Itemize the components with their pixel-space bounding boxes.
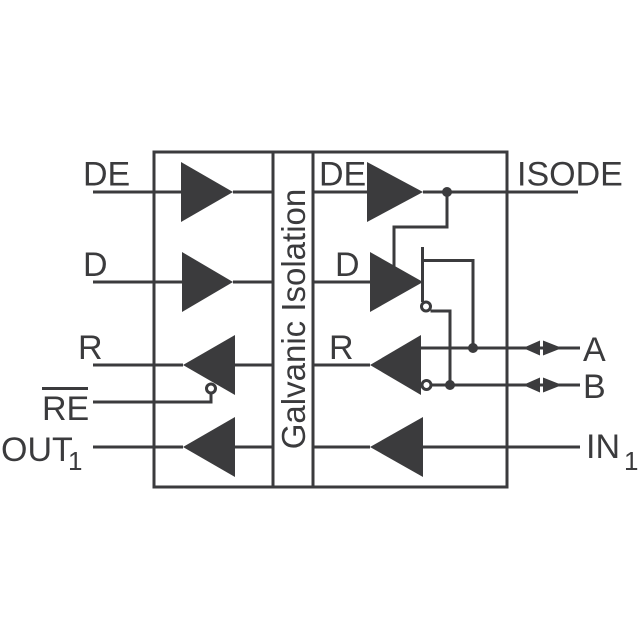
arrow-left-b-icon xyxy=(523,377,540,393)
junction-dot-a xyxy=(468,343,478,353)
galvanic-isolation-bar xyxy=(271,150,315,489)
pin-label-out1: OUT xyxy=(1,431,73,469)
arrow-left-a-icon xyxy=(523,340,540,356)
buffer-triangle-de-right xyxy=(367,162,423,222)
arrow-right-b-icon xyxy=(543,377,562,393)
wire-re-enable xyxy=(93,393,213,404)
pin-label-d: D xyxy=(83,246,108,284)
internal-label-d: D xyxy=(335,246,360,284)
junction-dot-b xyxy=(445,380,455,390)
wire-driver-inverting-to-b xyxy=(430,309,452,385)
junction-dot-isode xyxy=(442,187,452,197)
driver-inverting-output-bubble-icon xyxy=(420,300,432,313)
pin-label-r: R xyxy=(78,329,103,367)
internal-label-r: R xyxy=(329,329,354,367)
re-enable-bubble-icon xyxy=(205,382,217,395)
receiver-triangle-r-right xyxy=(370,335,421,395)
galvanic-isolation-label: Galvanic Isolation xyxy=(275,189,312,449)
internal-label-de: DE xyxy=(319,156,366,194)
buffer-triangle-d-left xyxy=(182,252,233,312)
pin-label-b: B xyxy=(583,368,606,406)
arrow-right-a-icon xyxy=(543,340,562,356)
receiver-triangle-r-left xyxy=(183,335,235,395)
pin-label-in1: IN xyxy=(586,428,620,466)
buffer-triangle-de-left xyxy=(181,162,233,222)
pin-label-isode: ISODE xyxy=(517,156,623,194)
driver-triangle-d-right xyxy=(370,252,423,312)
pin-label-in1-subscript: 1 xyxy=(624,446,638,476)
pin-label-re: RE xyxy=(42,390,89,428)
pin-label-out1-subscript: 1 xyxy=(68,446,82,476)
buffer-triangle-in1-right xyxy=(370,417,423,477)
receiver-b-input-bubble-icon xyxy=(420,379,433,391)
wire-driver-noninverting-to-a xyxy=(422,259,475,348)
buffer-triangle-out1-left xyxy=(183,417,235,477)
wire-de-to-driver-enable xyxy=(392,192,449,268)
pin-label-a: A xyxy=(583,331,606,369)
pin-label-de: DE xyxy=(83,156,130,194)
